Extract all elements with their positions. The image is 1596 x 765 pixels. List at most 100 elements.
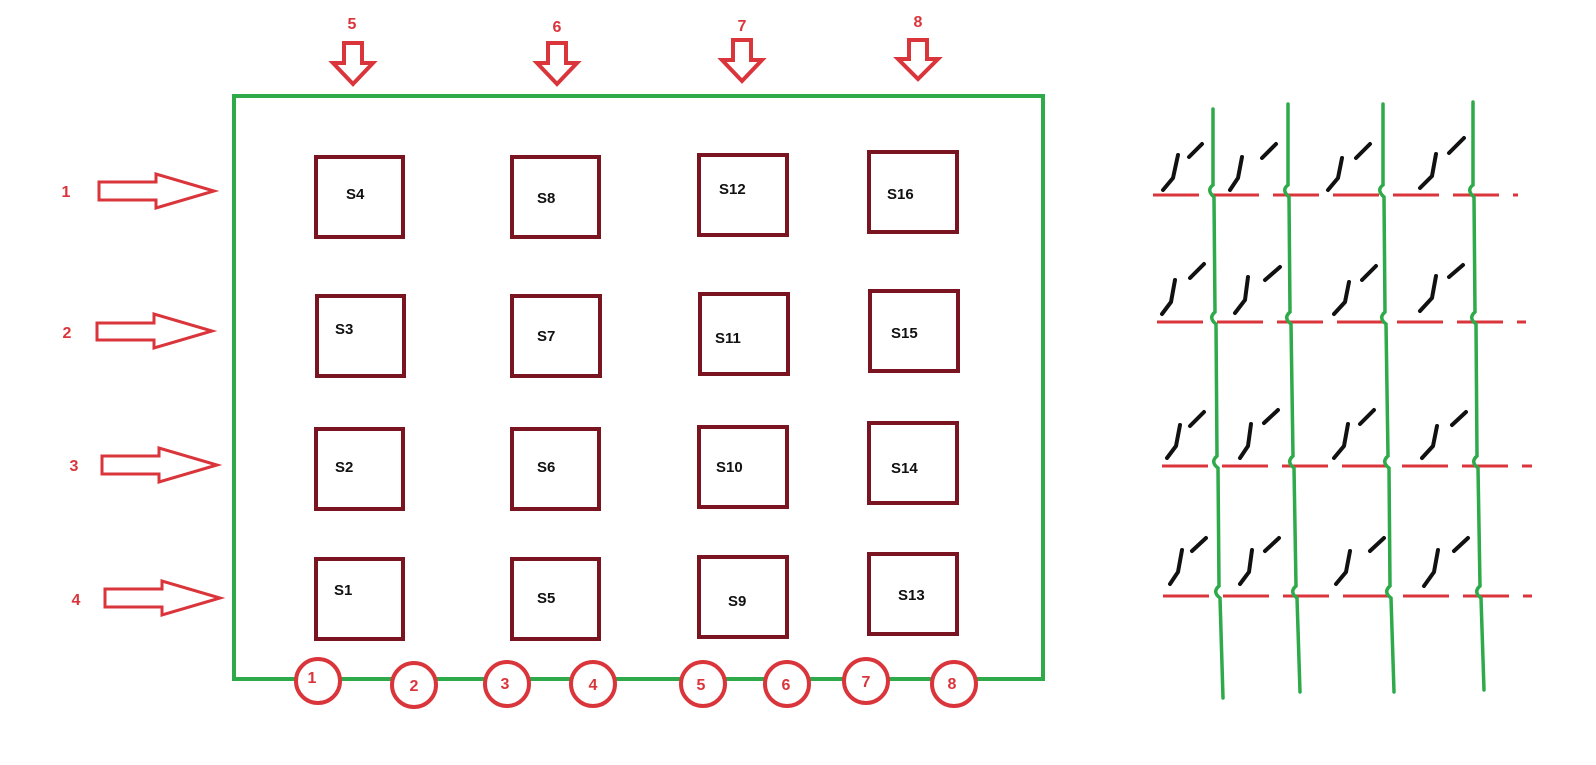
row-arrow-label: 4	[72, 592, 81, 609]
matrix-column-wire	[1208, 107, 1225, 700]
matrix-column-wires	[1208, 100, 1486, 700]
column-arrow-shape	[893, 38, 943, 82]
column-arrow-6: 6	[532, 19, 582, 87]
matrix-column-wire	[1468, 100, 1486, 692]
key-label-s12: S12	[719, 181, 746, 198]
column-arrow-shape	[328, 41, 378, 87]
key-label-s8: S8	[537, 190, 555, 207]
pin-circle	[569, 660, 617, 708]
key-box	[314, 557, 405, 641]
key-box	[697, 153, 789, 237]
key-label-s16: S16	[887, 186, 914, 203]
pin-circle	[294, 657, 342, 705]
key-label-s7: S7	[537, 328, 555, 345]
pin-label-6: 6	[782, 677, 791, 694]
switch-contact	[1334, 536, 1386, 586]
row-arrow-shape	[97, 171, 220, 211]
pin-label-7: 7	[862, 674, 871, 691]
key-box	[510, 557, 601, 641]
key-box	[698, 292, 790, 376]
switch-contact	[1160, 262, 1206, 316]
key-label-s6: S6	[537, 459, 555, 476]
column-arrow-5: 5	[328, 16, 378, 87]
key-label-s14: S14	[891, 460, 918, 477]
pin-label-3: 3	[501, 676, 510, 693]
switch-contact	[1326, 142, 1372, 192]
column-arrow-label: 7	[738, 18, 747, 35]
column-arrow-shape	[717, 38, 767, 84]
switch-contact	[1418, 136, 1466, 190]
key-box	[697, 555, 789, 639]
column-arrow-label: 6	[553, 19, 562, 36]
switch-contacts	[1160, 136, 1470, 588]
row-arrow-label: 3	[70, 458, 79, 475]
row-arrow-shape	[103, 578, 226, 618]
pin-circle	[763, 660, 811, 708]
row-arrow-shape	[100, 445, 223, 485]
key-label-s9: S9	[728, 593, 746, 610]
row-arrow-3: 3	[70, 445, 223, 485]
switch-contact	[1332, 408, 1376, 460]
switch-contact	[1420, 410, 1468, 460]
key-box	[867, 150, 959, 234]
key-label-s4: S4	[346, 186, 365, 203]
pin-circle	[842, 657, 890, 705]
keypad-board-outline	[232, 94, 1045, 681]
matrix-column-wire	[1283, 102, 1302, 694]
pin-label-2: 2	[410, 678, 419, 695]
key-box	[314, 427, 405, 511]
switch-contact	[1168, 536, 1208, 586]
key-box	[510, 294, 602, 378]
column-arrow-label: 5	[348, 16, 357, 33]
row-arrow-4: 4	[72, 578, 226, 618]
pin-circle	[390, 661, 438, 709]
matrix-column-wire	[1378, 102, 1396, 694]
key-box	[314, 155, 405, 239]
row-arrow-label: 1	[62, 184, 71, 201]
key-label-s2: S2	[335, 459, 353, 476]
switch-contact	[1418, 263, 1465, 313]
switch-contact	[1161, 142, 1204, 192]
key-box	[697, 425, 789, 509]
switch-contact	[1165, 410, 1206, 460]
pin-label-1: 1	[308, 670, 317, 687]
pin-label-8: 8	[948, 676, 957, 693]
column-arrow-label: 8	[914, 14, 923, 31]
row-arrows: 1 2 3 4	[62, 171, 226, 618]
column-arrows: 5 6 7 8	[328, 14, 943, 87]
row-arrow-1: 1	[62, 171, 220, 211]
key-box	[510, 155, 601, 239]
switch-contact	[1238, 408, 1280, 460]
connector-pins: 1 2 3 4 5 6 7 8	[294, 657, 978, 709]
matrix-row-lines	[1153, 193, 1532, 598]
key-label-s1: S1	[334, 582, 352, 599]
switch-contact	[1228, 142, 1278, 192]
switch-contact	[1422, 536, 1470, 588]
pin-circle	[930, 660, 978, 708]
pin-circle	[483, 660, 531, 708]
key-box	[315, 294, 406, 378]
pin-label-4: 4	[589, 677, 598, 694]
pin-circle	[679, 660, 727, 708]
key-label-s10: S10	[716, 459, 743, 476]
row-arrow-label: 2	[63, 325, 72, 342]
pin-label-5: 5	[697, 677, 706, 694]
key-grid: S4 S8 S12 S16 S3 S7 S11 S15 S2 S6 S10 S1…	[314, 150, 960, 641]
key-label-s3: S3	[335, 321, 353, 338]
key-label-s13: S13	[898, 587, 925, 604]
column-arrow-shape	[532, 41, 582, 87]
key-box	[867, 421, 959, 505]
key-label-s5: S5	[537, 590, 555, 607]
key-label-s11: S11	[715, 330, 741, 347]
row-arrow-shape	[95, 311, 218, 351]
switch-contact	[1233, 265, 1282, 315]
key-label-s15: S15	[891, 325, 918, 342]
switch-contact	[1332, 264, 1378, 316]
switch-matrix-schematic	[1153, 100, 1532, 700]
column-arrow-8: 8	[893, 14, 943, 82]
key-box	[510, 427, 601, 511]
row-arrow-2: 2	[63, 311, 218, 351]
key-box	[867, 552, 959, 636]
switch-contact	[1238, 536, 1281, 586]
